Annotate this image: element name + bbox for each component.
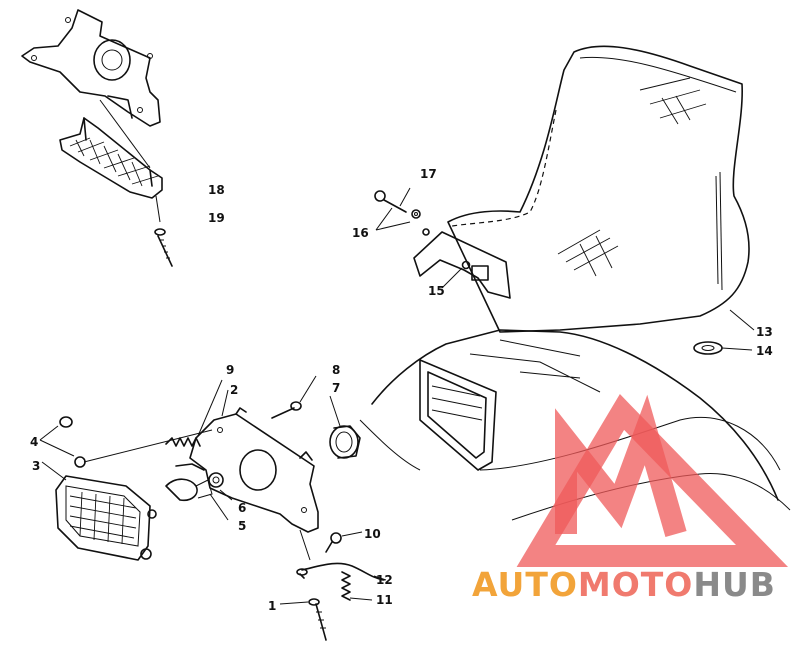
callouts: 1 2 3 4 5 6 7 8 9 10 11 12 13 14 15 16 1… xyxy=(30,167,773,613)
callout-5: 5 xyxy=(238,519,246,533)
watermark-text-auto: AUTO xyxy=(472,565,578,604)
callout-6: 6 xyxy=(238,501,246,515)
watermark-m-mark xyxy=(555,394,687,538)
callout-12: 12 xyxy=(376,573,393,587)
callout-1: 1 xyxy=(268,599,276,613)
callout-9: 9 xyxy=(226,363,234,377)
callout-3: 3 xyxy=(32,459,40,473)
callout-10: 10 xyxy=(364,527,381,541)
callout-19: 19 xyxy=(208,211,225,225)
callout-2: 2 xyxy=(230,383,238,397)
callout-15: 15 xyxy=(428,284,445,298)
part-16-17-fasteners xyxy=(374,187,430,236)
part-19-screw xyxy=(154,195,173,267)
callout-7: 7 xyxy=(332,381,340,395)
leader-line-assembly xyxy=(299,529,311,561)
callout-8: 8 xyxy=(332,363,340,377)
callout-16: 16 xyxy=(352,226,369,240)
callout-17: 17 xyxy=(420,167,437,181)
part-12-wire-harness xyxy=(296,562,387,581)
callout-4: 4 xyxy=(30,435,38,449)
part-4-nut xyxy=(39,416,86,468)
watermark-logo: AUTOMOTOHUB xyxy=(472,394,789,604)
callout-13: 13 xyxy=(756,325,773,339)
callout-14: 14 xyxy=(756,344,773,358)
part-11-spring xyxy=(341,571,373,601)
part-8-screw xyxy=(271,375,317,419)
part-15-windshield-bracket xyxy=(413,231,511,299)
part-7-bulb-socket xyxy=(329,395,361,459)
part-13-windshield xyxy=(447,45,750,333)
part-18-perforated-bracket xyxy=(59,99,163,199)
callout-18: 18 xyxy=(208,183,225,197)
part-6-retainer xyxy=(175,463,233,501)
part-2-headlight-bracket xyxy=(189,389,319,533)
part-3-headlight-lens xyxy=(41,461,157,561)
watermark-text-hub: HUB xyxy=(693,565,776,604)
watermark-text: AUTOMOTOHUB xyxy=(472,565,776,604)
callout-11: 11 xyxy=(376,593,393,607)
mounting-plate xyxy=(21,9,161,127)
part-14-grommet xyxy=(693,309,755,355)
part-5-bulb xyxy=(165,478,229,521)
watermark-triangle-mark xyxy=(516,394,789,567)
part-9-spring xyxy=(83,379,223,463)
watermark-text-moto: MOTO xyxy=(578,565,693,604)
part-1-adjusting-screw xyxy=(279,598,327,641)
part-10-screw xyxy=(325,531,363,553)
